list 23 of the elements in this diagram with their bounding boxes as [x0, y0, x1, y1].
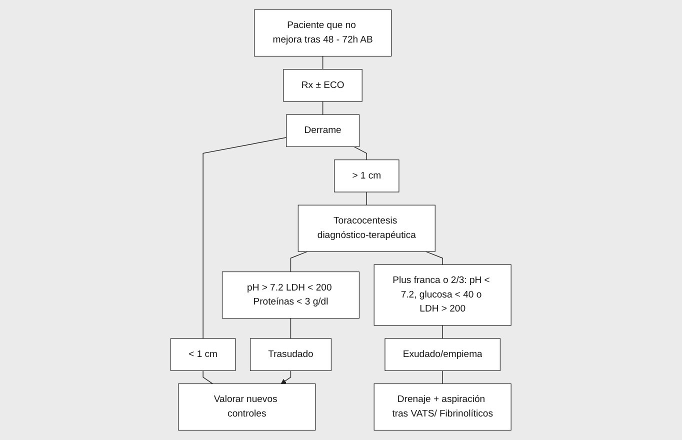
node-box: pH > 7.2 LDH < 200 Proteínas < 3 g/dl	[222, 272, 360, 319]
node-box: Plus franca o 2/3: pH < 7.2, glucosa < 40 o LDH > 200	[374, 264, 512, 326]
node-box: Valorar nuevos controles	[178, 383, 316, 431]
node-box: Exudado/empiema	[384, 338, 501, 371]
node-box: Drenaje + aspiración tras VATS/ Fibrinolíticos	[374, 383, 512, 431]
connector	[442, 325, 444, 339]
connector	[426, 251, 444, 266]
connector	[322, 56, 324, 70]
node-box: Rx ± ECO	[283, 69, 362, 102]
connector	[290, 318, 292, 339]
connector	[442, 370, 444, 384]
connector	[354, 146, 368, 160]
node-box: Trasudado	[250, 338, 332, 371]
connector	[202, 137, 287, 339]
connector	[322, 101, 324, 115]
node-box: Derrame	[286, 114, 360, 148]
node-box: > 1 cm	[334, 160, 400, 192]
arrow	[280, 370, 292, 384]
node-box: Paciente que no mejora tras 48 - 72h AB	[254, 9, 392, 57]
node-box: < 1 cm	[170, 338, 236, 371]
node-box: Toracocentesis diagnóstico-terapéutica	[298, 204, 436, 252]
connector	[366, 192, 368, 206]
connector	[202, 370, 214, 384]
